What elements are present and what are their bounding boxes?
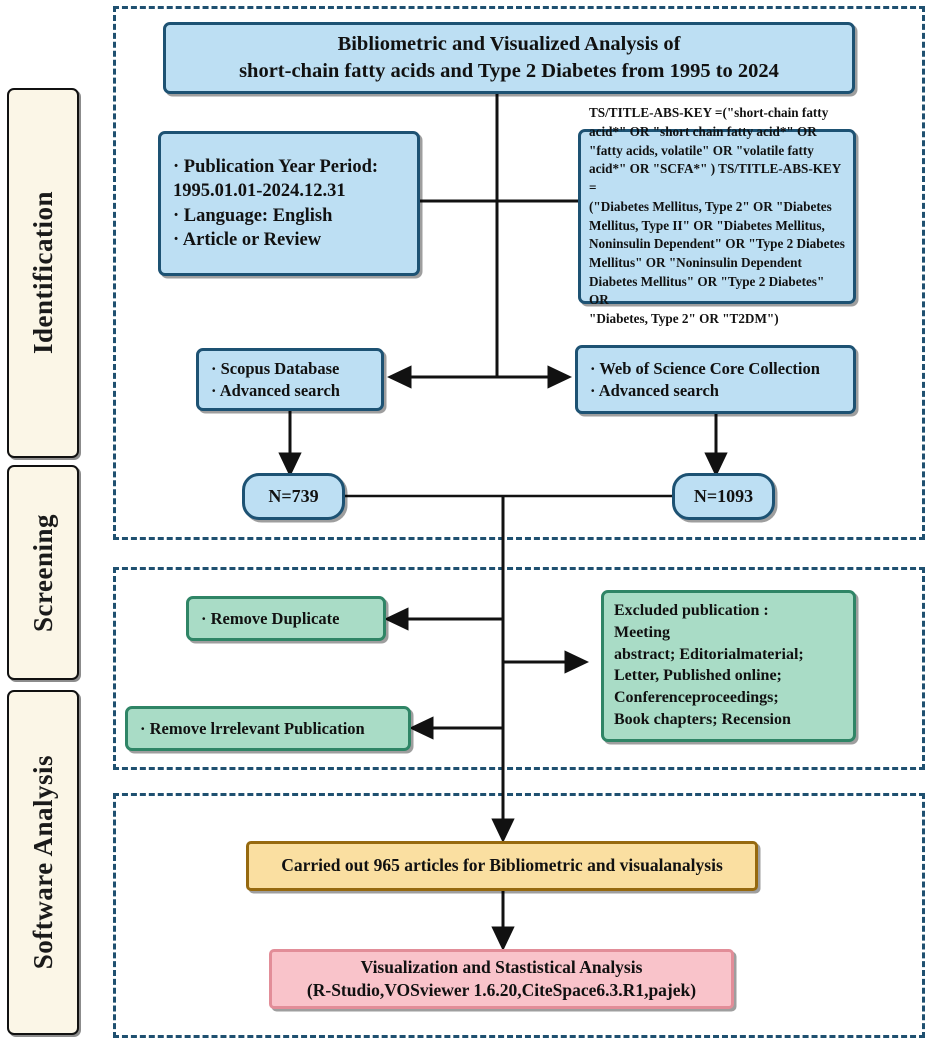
criteria-line-4: · Article or Review <box>173 229 322 250</box>
wos-database-box: · Web of Science Core Collection · Advan… <box>575 345 856 414</box>
remove-irrelevant-text: · Remove lrrelevant Publication <box>140 718 365 738</box>
figure-title-box: Bibliometric and Visualized Analysis of … <box>163 22 855 94</box>
wos-line-1: · Web of Science Core Collection <box>590 358 820 378</box>
visualization-line-1: Visualization and Stastistical Analysis <box>360 956 643 977</box>
wos-count-text: N=1093 <box>693 485 754 506</box>
query-line-1: TS/TITLE-ABS-KEY =("short-chain fatty <box>589 105 829 121</box>
excluded-line-4: Letter, Published online; <box>614 667 782 685</box>
inclusion-criteria-box: · Publication Year Period: 1995.01.01-20… <box>158 131 420 276</box>
query-line-6: Mellitus, Type II" OR "Diabetes Mellitus… <box>589 217 825 233</box>
phase-label-software-analysis-text: Software Analysis <box>27 755 58 970</box>
section-frame-screening <box>113 567 925 770</box>
phase-label-identification: Identification <box>7 88 79 458</box>
excluded-line-5: Conferenceproceedings; <box>614 689 779 706</box>
figure-title-line-1: Bibliometric and Visualized Analysis of <box>337 32 681 55</box>
excluded-publication-box: Excluded publication : Meeting abstract;… <box>601 590 856 742</box>
section-frame-identification <box>113 6 925 540</box>
section-frame-software-analysis <box>113 793 925 1038</box>
excluded-line-6: Book chapters; Recension <box>614 710 791 728</box>
scopus-line-2: · Advanced search <box>211 380 340 400</box>
query-line-7: Noninsulin Dependent" OR "Type 2 Diabete… <box>589 236 845 252</box>
scopus-count-text: N=739 <box>268 485 319 506</box>
query-line-4: acid*" OR "SCFA*" ) TS/TITLE-ABS-KEY = <box>589 161 841 196</box>
remove-duplicate-box: · Remove Duplicate <box>186 596 386 641</box>
query-line-8: Mellitus" OR "Noninsulin Dependent <box>589 254 802 270</box>
remove-duplicate-text: · Remove Duplicate <box>201 608 340 628</box>
criteria-line-1: · Publication Year Period: <box>173 156 379 177</box>
search-query-box: TS/TITLE-ABS-KEY =("short-chain fatty ac… <box>578 105 856 326</box>
wos-line-2: · Advanced search <box>590 380 719 400</box>
visualization-tools-box: Visualization and Stastistical Analysis … <box>269 949 734 1009</box>
query-line-10: "Diabetes, Type 2" OR "T2DM") <box>589 311 779 327</box>
figure-title-line-2: short-chain fatty acids and Type 2 Diabe… <box>239 60 779 82</box>
carried-out-box: Carried out 965 articles for Bibliometri… <box>246 841 758 891</box>
phase-label-screening-text: Screening <box>27 513 58 632</box>
excluded-line-2: Meeting <box>614 623 670 641</box>
query-line-3: "fatty acids, volatile" OR "volatile fat… <box>589 142 814 158</box>
visualization-line-2: (R-Studio,VOSviewer 1.6.20,CiteSpace6.3.… <box>306 980 697 1000</box>
phase-label-software-analysis: Software Analysis <box>7 690 79 1035</box>
scopus-database-box: · Scopus Database · Advanced search <box>196 348 384 411</box>
remove-irrelevant-box: · Remove lrrelevant Publication <box>125 706 411 751</box>
criteria-line-2: 1995.01.01-2024.12.31 <box>173 181 346 202</box>
query-line-2: acid*" OR "short chain fatty acid*" OR <box>589 123 817 139</box>
excluded-line-3: abstract; Editorialmaterial; <box>614 645 804 663</box>
query-line-9: Diabetes Mellitus" OR "Type 2 Diabetes" … <box>589 273 825 308</box>
criteria-line-3: · Language: English <box>173 205 333 226</box>
phase-label-identification-text: Identification <box>27 191 58 355</box>
phase-label-screening: Screening <box>7 465 79 680</box>
scopus-line-1: · Scopus Database <box>211 358 340 378</box>
scopus-count-box: N=739 <box>242 473 345 520</box>
excluded-line-1: Excluded publication : <box>614 602 769 619</box>
carried-out-text: Carried out 965 articles for Bibliometri… <box>281 855 723 876</box>
query-line-5: ("Diabetes Mellitus, Type 2" OR "Diabete… <box>589 198 832 214</box>
wos-count-box: N=1093 <box>672 473 775 520</box>
